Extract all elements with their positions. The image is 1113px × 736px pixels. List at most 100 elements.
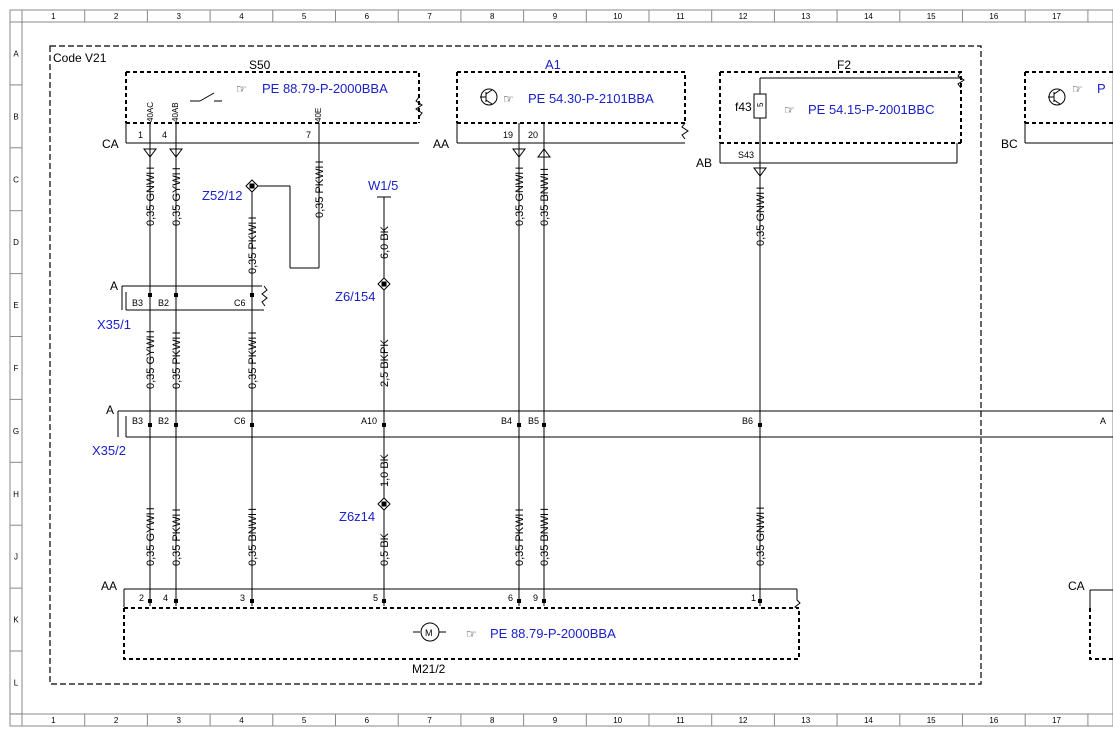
m21-pin-3: 3 bbox=[240, 593, 245, 603]
x35-2-pin-b2: B2 bbox=[158, 416, 169, 426]
wire-label: 0,35 PKWH bbox=[514, 508, 526, 566]
fuse-value: 5 bbox=[756, 102, 765, 107]
wire-labels: 0,35 GNWH 0,35 GYWH 0,35 PKWH 0,35 PKWH … bbox=[145, 160, 767, 566]
node-z6-154: Z6/154 bbox=[335, 289, 375, 304]
column-label-top: 14 bbox=[864, 12, 873, 21]
component-m21-2[interactable]: 2 4 3 5 6 9 1 M ☞ PE 88.79-P-2000BBA M21… bbox=[123, 588, 801, 676]
row-label: D bbox=[13, 238, 19, 247]
row-label: H bbox=[13, 490, 19, 499]
column-label-bottom: 1 bbox=[51, 716, 56, 725]
m21-pin-4: 4 bbox=[163, 593, 168, 603]
wire-label: 0,35 BNWH bbox=[539, 168, 551, 226]
label-ab: AB bbox=[696, 156, 712, 170]
x35-2-pin-a: A bbox=[1100, 416, 1106, 426]
column-labels: 1122334455667788991010111112121313141415… bbox=[51, 12, 1061, 725]
s50-pin-tag-7: 40E bbox=[314, 108, 323, 122]
node-z52: Z52/12 bbox=[202, 188, 242, 203]
code-label: Code V21 bbox=[53, 51, 107, 65]
column-label-bottom: 15 bbox=[927, 716, 936, 725]
x35-1-name: X35/1 bbox=[97, 317, 131, 332]
column-label-bottom: 10 bbox=[613, 716, 622, 725]
column-label-bottom: 9 bbox=[553, 716, 558, 725]
switch-icon bbox=[190, 92, 222, 102]
m21-pin-2: 2 bbox=[139, 593, 144, 603]
row-label: K bbox=[13, 616, 19, 625]
column-label-top: 3 bbox=[177, 12, 182, 21]
hand-pointer-icon-right: ☞ bbox=[1072, 82, 1083, 96]
m21-pin-1: 1 bbox=[751, 593, 756, 603]
component-s50[interactable]: S50 ☞ PE 88.79-P-2000BBA 1 4 7 40AC 40AB… bbox=[125, 58, 423, 144]
column-label-top: 4 bbox=[239, 12, 244, 21]
column-label-top: 12 bbox=[739, 12, 748, 21]
label-ca-right: CA bbox=[1068, 579, 1085, 593]
x35-1-pin-c6: C6 bbox=[234, 298, 246, 308]
label-aa-bottom: AA bbox=[101, 579, 117, 593]
component-right-partial[interactable]: ☞ P bbox=[1024, 71, 1113, 144]
code-v21-boundary bbox=[49, 45, 982, 685]
connector-x35-2[interactable]: B3 B2 C6 A10 B4 B5 B6 A X35/2 bbox=[92, 410, 1113, 458]
label-ca: CA bbox=[102, 137, 119, 151]
wire-label: 0,35 GYWH bbox=[145, 507, 157, 566]
s50-pin-4: 4 bbox=[162, 130, 167, 140]
s50-pin-tag-1: 40AC bbox=[146, 102, 155, 122]
wire-label: 2,5 BKPK bbox=[379, 339, 391, 387]
s50-ref: PE 88.79-P-2000BBA bbox=[262, 81, 388, 96]
hand-pointer-icon: ☞ bbox=[236, 82, 247, 96]
wire-label: 6,0 BK bbox=[379, 225, 391, 259]
column-label-top: 8 bbox=[490, 12, 495, 21]
transistor-icon bbox=[480, 88, 498, 106]
s50-pin-1: 1 bbox=[138, 130, 143, 140]
s50-pin-7: 7 bbox=[306, 130, 311, 140]
wire-label: 0,35 BNWH bbox=[247, 508, 259, 566]
column-label-bottom: 17 bbox=[1052, 716, 1061, 725]
x35-2-pin-a10: A10 bbox=[361, 416, 377, 426]
m21-pin-6: 6 bbox=[508, 593, 513, 603]
hand-pointer-icon-a1: ☞ bbox=[503, 92, 514, 106]
wire-label: 0,35 GNWH bbox=[755, 507, 767, 566]
f2-ref: PE 54.15-P-2001BBC bbox=[808, 102, 934, 117]
x35-1-pin-b3: B3 bbox=[132, 298, 143, 308]
column-label-top: 17 bbox=[1052, 12, 1061, 21]
hand-pointer-icon-m21: ☞ bbox=[466, 627, 477, 641]
label-aa: AA bbox=[433, 137, 449, 151]
a1-name: A1 bbox=[545, 57, 561, 72]
column-label-bottom: 5 bbox=[302, 716, 307, 725]
row-label: L bbox=[14, 678, 19, 687]
component-f2[interactable]: F2 5 f43 ☞ PE 54.15-P-2001BBC S43 bbox=[719, 58, 965, 164]
connector-arrows bbox=[143, 148, 767, 177]
column-label-top: 15 bbox=[927, 12, 936, 21]
row-label: E bbox=[13, 301, 18, 310]
x35-2-pin-b5: B5 bbox=[528, 416, 539, 426]
wire-label: 1,0 BK bbox=[379, 453, 391, 487]
wire-label: 0,35 PKWH bbox=[171, 508, 183, 566]
component-a1[interactable]: A1 ☞ PE 54.30-P-2101BBA 19 20 bbox=[456, 57, 689, 144]
connector-x35-1[interactable]: B3 B2 C6 X35/1 bbox=[97, 285, 268, 332]
component-right-bottom-partial bbox=[1089, 589, 1113, 660]
row-label: C bbox=[13, 175, 19, 184]
column-label-top: 6 bbox=[365, 12, 370, 21]
motor-icon: M bbox=[413, 622, 446, 642]
hand-pointer-icon-f2: ☞ bbox=[784, 103, 795, 117]
column-label-bottom: 12 bbox=[739, 716, 748, 725]
label-bc: BC bbox=[1001, 137, 1018, 151]
transistor-icon-right bbox=[1048, 88, 1066, 106]
wire-label: 0,35 GYWH bbox=[171, 167, 183, 226]
x35-2-name: X35/2 bbox=[92, 443, 126, 458]
column-label-bottom: 7 bbox=[427, 716, 432, 725]
column-label-bottom: 16 bbox=[989, 716, 998, 725]
drawing-frame bbox=[9, 9, 1113, 727]
wire-label: 0,35 PKWH bbox=[171, 331, 183, 389]
row-label: J bbox=[14, 553, 18, 562]
a1-ref: PE 54.30-P-2101BBA bbox=[528, 91, 654, 106]
wire-label: 0,5 BK bbox=[379, 532, 391, 566]
column-label-top: 5 bbox=[302, 12, 307, 21]
column-label-bottom: 11 bbox=[676, 716, 685, 725]
row-label: B bbox=[13, 112, 18, 121]
column-label-top: 16 bbox=[989, 12, 998, 21]
s50-name: S50 bbox=[249, 58, 271, 72]
wire-label: 0,35 PKWH bbox=[247, 216, 259, 274]
wire-label: 0,35 PKWH bbox=[314, 160, 326, 218]
wire-label: 0,35 GNWH bbox=[514, 167, 526, 226]
